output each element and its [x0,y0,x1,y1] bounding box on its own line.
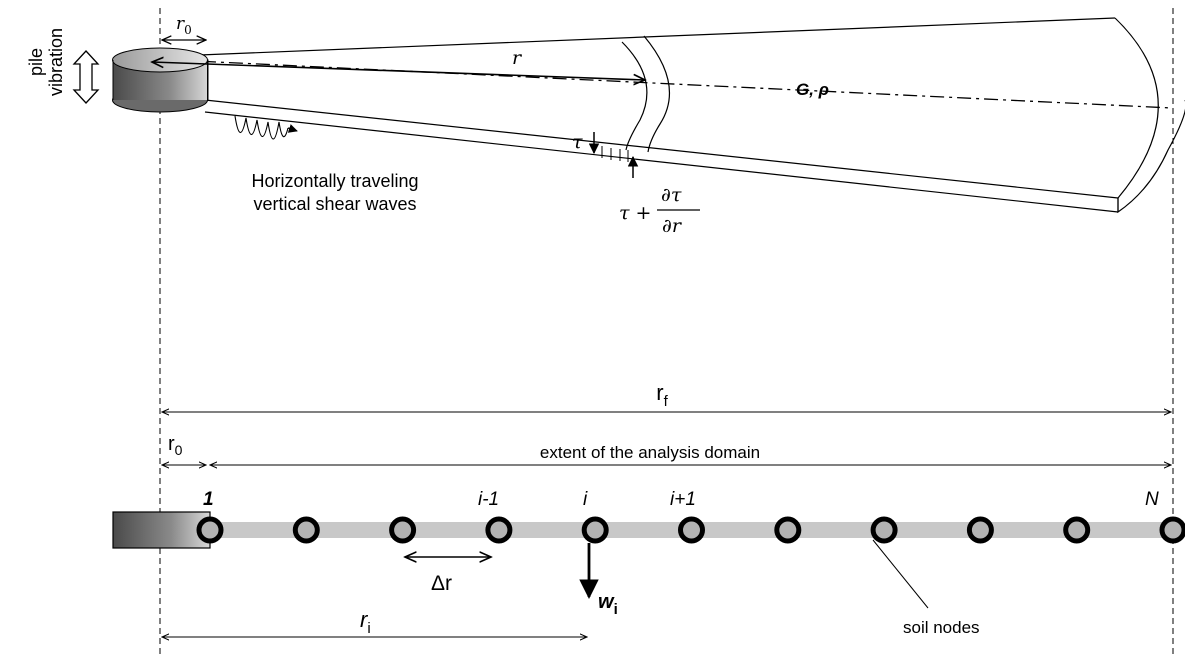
delta-r-label: Δr [431,572,452,595]
svg-text:∂τ: ∂τ [661,184,682,206]
soil-node [196,516,224,544]
node-label-i-minus-1: i-1 [478,489,499,510]
soil-node [485,516,513,544]
soil-node [581,516,609,544]
node-label-i: i [583,489,588,510]
r0-top-label: r0 [176,14,192,37]
soil-node [774,516,802,544]
node-label-N: N [1145,489,1159,510]
extent-label: extent of the analysis domain [540,443,760,462]
soil-properties-label: G, ρ [796,80,829,99]
soil-nodes-label: soil nodes [903,618,980,637]
pile-vibration-label-1: pile [26,48,46,76]
pile-vibration-label-2: vibration [46,28,66,96]
rf-label: rf [656,380,668,410]
radius-label: r [512,47,523,69]
soil-node [870,516,898,544]
shear-wave-icon [234,115,298,140]
radius-arrow [152,62,645,80]
soil-node [1063,516,1091,544]
ri-label: ri [360,607,371,637]
r0-bottom-label: r0 [168,433,183,458]
soil-nodes-leader [872,539,929,609]
vibration-arrow-icon [72,50,100,104]
pile-cylinder [112,47,209,113]
svg-text:∂r: ∂r [662,215,683,237]
tau-label: τ [572,131,583,153]
soil-node [389,516,417,544]
soil-node [966,516,994,544]
svg-text:τ +: τ + [619,202,651,224]
node-label-i-plus-1: i+1 [670,489,696,510]
waves-label-2: vertical shear waves [253,194,416,214]
pile-block [112,511,211,549]
soil-node [292,516,320,544]
soil-node-group [196,516,1185,544]
waves-label-1: Horizontally traveling [251,171,418,191]
soil-node [1159,516,1185,544]
tau-increment-formula: τ + ∂τ ∂r [619,184,700,237]
displacement-label: wi [598,591,618,618]
soil-node [678,516,705,544]
node-label-1: 1 [203,489,214,510]
